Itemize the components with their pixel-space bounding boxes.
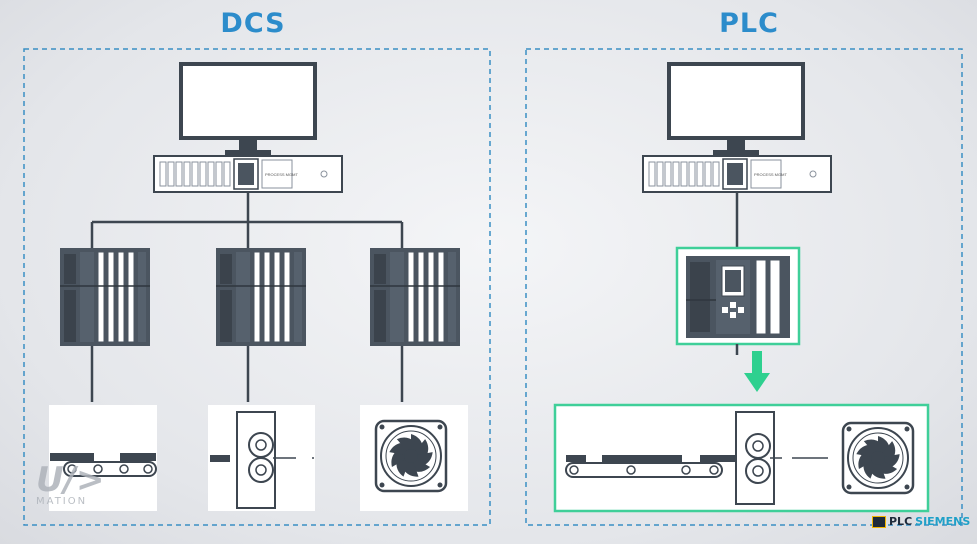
plc-server-label: PROCESS MGMT [754,172,787,177]
watermark-text: MATION [36,496,88,507]
dcs-panel-border [23,48,491,526]
brand-icon [872,515,886,528]
plc-heading: PLC [719,8,779,39]
plc-roller-press-icon [735,411,828,505]
plc-conveyor-icon [565,455,746,478]
dcs-controller-rack-icon-3 [369,247,461,347]
dcs-controller-rack-icon-1 [59,247,151,347]
plc-controller-highlight [675,246,801,346]
dcs-conveyor-icon [49,405,157,511]
dcs-network-lines [90,192,404,402]
dcs-controller-rack-icon-2 [215,247,307,347]
dcs-heading: DCS [220,8,286,39]
watermark-mark: U/> [36,460,105,500]
plc-panel-border [525,48,963,526]
plc-server-icon [642,155,832,193]
dcs-roller-press-icon [208,405,315,511]
watermark-logo: U/> MATION [36,462,105,507]
dcs-fan-icon [360,405,468,511]
arrow-down-icon [744,351,770,392]
plc-fan-icon [841,421,915,495]
brand-badge: PLC SIEMENS [872,515,970,528]
plc-devices-highlight [553,403,930,513]
brand-suffix: SIEMENS [915,515,971,528]
plc-monitor-icon [667,62,805,158]
dcs-monitor-icon [179,62,317,158]
dcs-server-icon [153,155,343,193]
plc-controller-rack-icon [686,256,790,338]
dcs-server-label: PROCESS MGMT [265,172,298,177]
brand-prefix: PLC [889,515,913,528]
